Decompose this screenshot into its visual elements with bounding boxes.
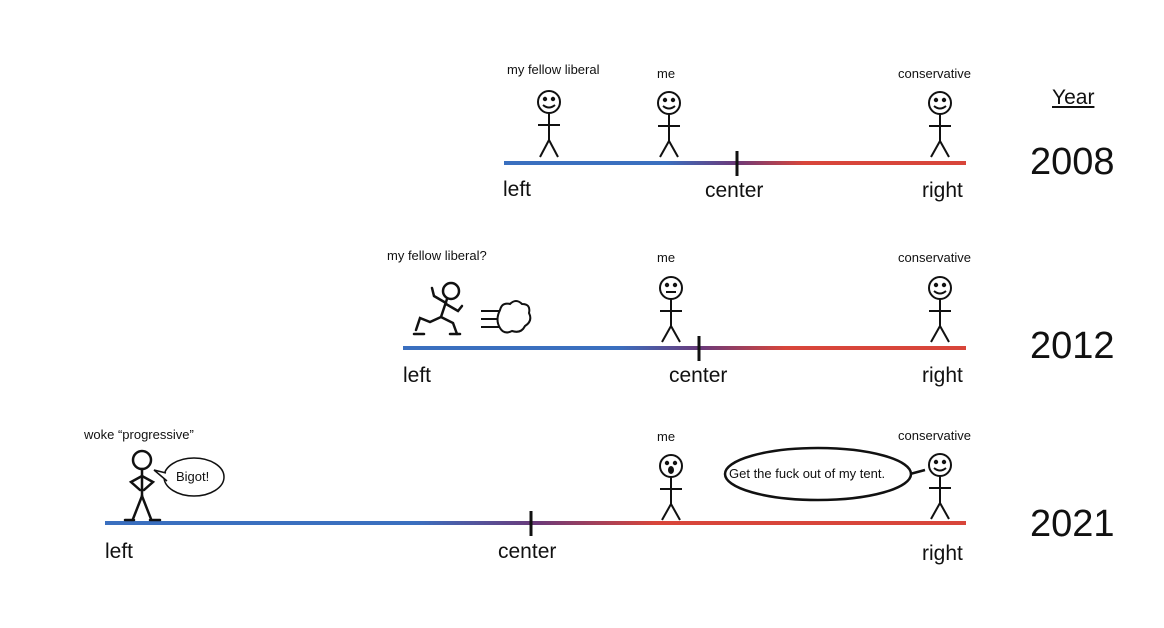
speech-bubble-tent-shape <box>723 446 926 502</box>
stick-figure-fellow-liberal <box>537 90 561 158</box>
label-conservative-2021: conservative <box>898 428 971 443</box>
label-woke-progressive: woke “progressive” <box>84 427 194 442</box>
stick-figure-woke-progressive <box>123 449 162 522</box>
axis-right-2012: right <box>922 364 963 387</box>
year-header: Year <box>1052 86 1095 109</box>
label-conservative-2008: conservative <box>898 66 971 81</box>
axis-left-2008: left <box>503 178 532 201</box>
axis-left-2012: left <box>403 364 432 387</box>
axis-center-2012: center <box>669 364 728 387</box>
stick-figure-me-2008 <box>657 91 681 158</box>
label-fellow-liberal-question: my fellow liberal? <box>387 248 487 263</box>
stick-figure-conservative-2012 <box>928 276 952 343</box>
axis-right-2008: right <box>922 179 963 202</box>
stick-figure-me-2012 <box>659 276 683 343</box>
stick-figure-me-2021 <box>659 454 683 521</box>
axis-right-2021: right <box>922 542 963 565</box>
label-me-2012: me <box>657 250 676 265</box>
year-2021: 2021 <box>1030 503 1115 545</box>
speech-bubble-bigot-shape <box>153 457 225 497</box>
axis-center-2008: center <box>705 179 764 202</box>
label-fellow-liberal: my fellow liberal <box>507 62 600 77</box>
speech-bubble-tent: Get the fuck out of my tent. <box>729 466 886 481</box>
label-me-2008: me <box>657 66 676 81</box>
axis-center-2021: center <box>498 540 557 563</box>
speech-bubble-bigot: Bigot! <box>176 469 210 484</box>
dust-cloud-icon <box>481 300 532 334</box>
label-me-2021: me <box>657 429 676 444</box>
axis-left-2021: left <box>105 540 134 563</box>
label-conservative-2012: conservative <box>898 250 971 265</box>
year-2008: 2008 <box>1030 141 1115 183</box>
stick-figure-conservative-2008 <box>928 91 952 158</box>
stick-figure-conservative-2021 <box>928 453 952 520</box>
year-2012: 2012 <box>1030 325 1115 367</box>
running-liberal-figure <box>412 281 464 336</box>
